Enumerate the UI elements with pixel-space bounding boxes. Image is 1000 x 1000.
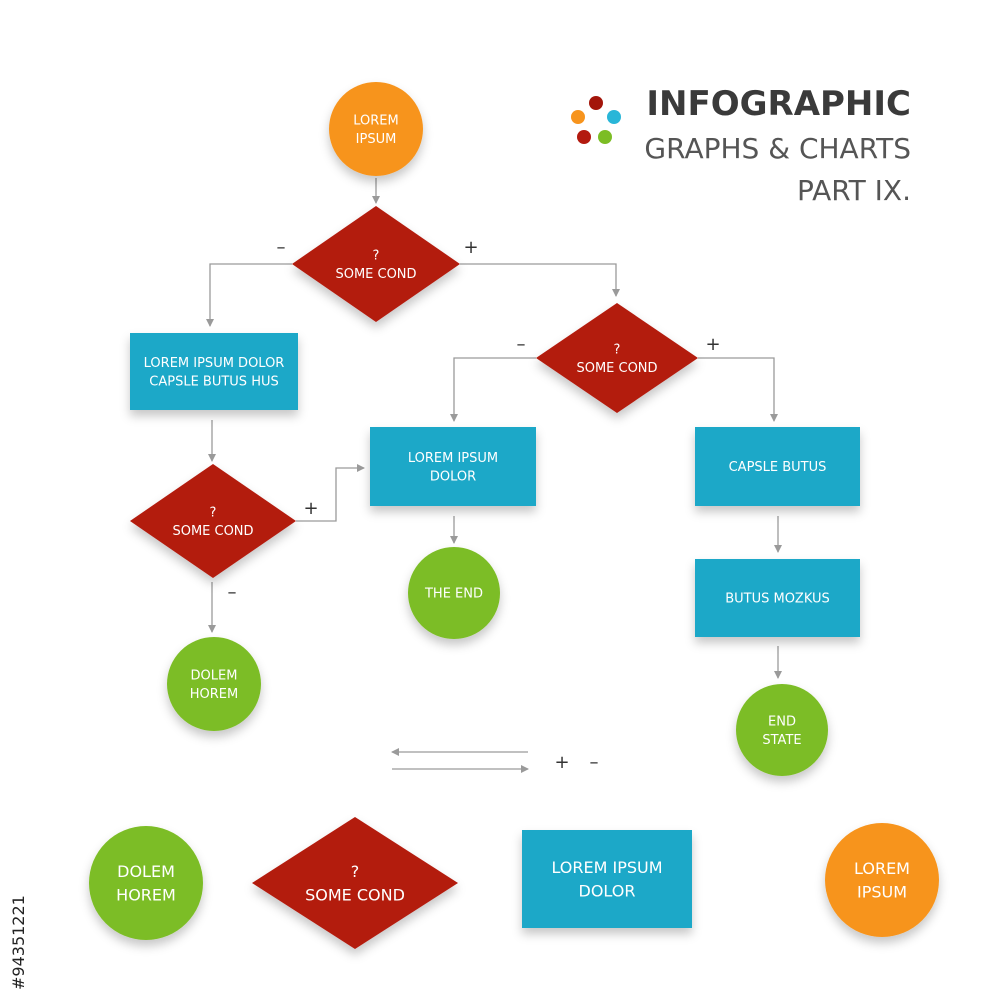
node-box-right1: CAPSLE BUTUS	[695, 427, 860, 506]
sign-cond-left-no: –	[228, 582, 237, 603]
flow-nodes: LOREM IPSUM ? SOME COND LOREM IPSUM DOLOR C…	[130, 82, 860, 776]
node-start: LOREM IPSUM	[329, 82, 423, 176]
legend-rect-blue-label: LOREM IPSUM	[551, 858, 662, 877]
node-cond1-shape	[292, 206, 460, 322]
connector-cond1-no	[206, 263, 292, 327]
legend-rect-blue-label: DOLOR	[579, 881, 636, 900]
branch-signs: – + – + + –	[228, 237, 721, 603]
node-box-right1-label: CAPSLE BUTUS	[729, 460, 827, 475]
node-start-label: IPSUM	[356, 132, 397, 147]
legend-diamond-red-label: ?	[351, 862, 360, 881]
node-box-right2-shape	[695, 559, 860, 637]
legend-rect-blue: LOREM IPSUM DOLOR	[522, 830, 692, 928]
node-start-shape	[329, 82, 423, 176]
node-box-right2-label: BUTUS MOZKUS	[725, 592, 830, 607]
node-cond-right: ? SOME COND	[536, 303, 698, 413]
sign-cond-right-no: –	[517, 334, 526, 355]
connectors	[206, 178, 782, 679]
node-cond1-label: SOME COND	[335, 267, 416, 282]
node-end-left-shape	[167, 637, 261, 731]
node-box-mid-shape	[370, 427, 536, 506]
legend-circle-green: DOLEM HOREM	[89, 826, 203, 940]
legend-rect-blue-shape	[522, 830, 692, 928]
node-cond-right-label: SOME COND	[576, 361, 657, 376]
connector-cond1-yes	[460, 263, 620, 297]
node-end-right-label: STATE	[762, 733, 801, 748]
node-box-mid-label: LOREM IPSUM	[408, 451, 498, 466]
node-box-right1-shape	[695, 427, 860, 506]
legend-circle-green-shape	[89, 826, 203, 940]
legend-circle-orange-shape	[825, 823, 939, 937]
node-cond-left-label: ?	[210, 505, 217, 520]
sign-cond-left-yes: +	[303, 498, 318, 519]
node-box-left: LOREM IPSUM DOLOR CAPSLE BUTUS HUS	[130, 333, 298, 410]
node-cond-right-label: ?	[614, 342, 621, 357]
legend-sign-plus: +	[554, 752, 569, 773]
node-cond1: ? SOME COND	[292, 206, 460, 322]
node-end-left: DOLEM HOREM	[167, 637, 261, 731]
node-box-mid: LOREM IPSUM DOLOR	[370, 427, 536, 506]
node-end-right-shape	[736, 684, 828, 776]
legend-diamond-red-label: SOME COND	[305, 885, 405, 904]
node-start-label: LOREM	[353, 113, 398, 128]
legend-circle-orange-label: LOREM	[854, 859, 910, 878]
node-box-left-shape	[130, 333, 298, 410]
node-cond-left-shape	[130, 464, 296, 578]
node-end-left-label: HOREM	[190, 687, 238, 702]
node-box-right2: BUTUS MOZKUS	[695, 559, 860, 637]
title-part: PART IX.	[797, 174, 911, 207]
sign-cond-right-yes: +	[705, 334, 720, 355]
node-box-left-label: CAPSLE BUTUS HUS	[149, 375, 278, 390]
sign-cond1-yes: +	[463, 237, 478, 258]
node-end-mid: THE END	[408, 547, 500, 639]
legend-diamond-red: ? SOME COND	[252, 817, 458, 949]
node-cond-left-label: SOME COND	[172, 524, 253, 539]
title-main: INFOGRAPHIC	[646, 84, 911, 124]
sign-cond1-no: –	[277, 237, 286, 258]
title-block: INFOGRAPHIC GRAPHS & CHARTS PART IX.	[571, 84, 911, 207]
connector-cond-right-no	[450, 357, 536, 422]
node-end-mid-label: THE END	[424, 587, 483, 602]
legend-diamond-red-shape	[252, 817, 458, 949]
node-end-mid-shape	[408, 547, 500, 639]
legend-shapes: DOLEM HOREM ? SOME COND LOREM IPSUM DOLOR L…	[89, 817, 939, 949]
legend-circle-green-label: DOLEM	[117, 862, 175, 881]
node-box-left-label: LOREM IPSUM DOLOR	[144, 356, 285, 371]
legend-arrows: + –	[391, 748, 599, 773]
connector-cond-left-yes	[296, 464, 365, 522]
node-cond-right-shape	[536, 303, 698, 413]
logo-dots-icon	[571, 96, 621, 144]
title-subtitle: GRAPHS & CHARTS	[644, 132, 911, 165]
node-cond-left: ? SOME COND	[130, 464, 296, 578]
node-end-left-label: DOLEM	[191, 668, 238, 683]
node-end-right-label: END	[768, 714, 796, 729]
node-end-right: END STATE	[736, 684, 828, 776]
legend-circle-green-label: HOREM	[116, 885, 176, 904]
legend-circle-orange: LOREM IPSUM	[825, 823, 939, 937]
connector-cond-right-yes	[698, 357, 778, 422]
legend-circle-orange-label: IPSUM	[857, 882, 907, 901]
stock-id-watermark: #94351221	[9, 895, 28, 990]
node-box-mid-label: DOLOR	[430, 470, 476, 485]
legend-sign-minus: –	[590, 752, 599, 773]
node-cond1-label: ?	[373, 248, 380, 263]
